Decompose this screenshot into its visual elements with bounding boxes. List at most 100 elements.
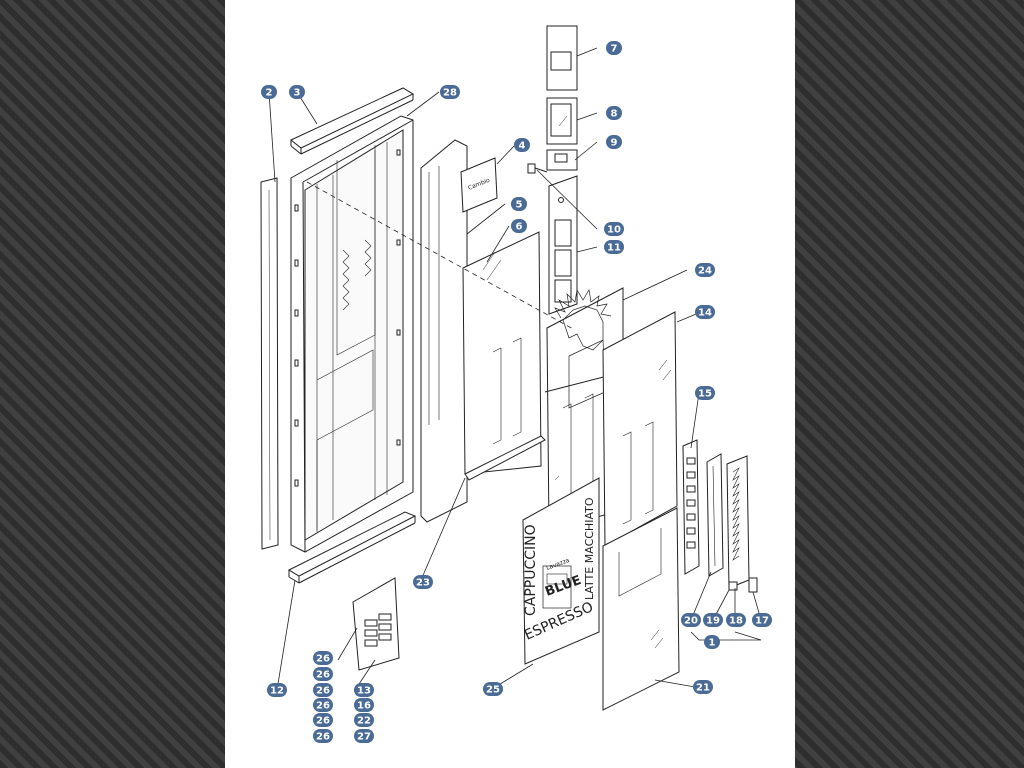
callout-badge xyxy=(752,613,772,627)
callout-badge xyxy=(604,222,624,236)
callout-26d: 26 xyxy=(313,698,333,712)
callout-badge xyxy=(604,240,624,254)
callout-number: 8 xyxy=(611,109,618,120)
callout-number: 12 xyxy=(270,686,284,697)
callout-badge xyxy=(695,263,715,277)
callout-badge xyxy=(703,613,723,627)
part-keypad-frame xyxy=(706,453,724,577)
callout-badge xyxy=(354,713,374,727)
callout-badge xyxy=(514,138,530,152)
part-side-panel xyxy=(420,139,468,523)
callout-badge xyxy=(289,85,305,99)
part-key-10 xyxy=(527,163,548,174)
callout-number: 20 xyxy=(684,616,698,627)
part-button-strip xyxy=(548,175,578,315)
callout-19: 19 xyxy=(703,613,723,627)
callout-badge xyxy=(313,698,333,712)
callout-number: 21 xyxy=(696,683,710,694)
callout-number: 17 xyxy=(755,616,769,627)
callout-badge xyxy=(726,613,746,627)
part-key-bracket xyxy=(726,455,750,589)
callout-number: 26 xyxy=(316,686,330,697)
callout-number: 2 xyxy=(266,88,273,99)
callout-number: 19 xyxy=(706,616,720,627)
callout-number: 23 xyxy=(416,578,430,589)
callout-badge xyxy=(693,680,713,694)
callout-badge xyxy=(413,575,433,589)
callout-badge xyxy=(511,197,527,211)
callout-5: 5 xyxy=(511,197,527,211)
part-bottom-door xyxy=(602,507,680,711)
callout-number: 18 xyxy=(729,616,743,627)
part-top-cover xyxy=(290,87,415,155)
callout-badge xyxy=(261,85,277,99)
part-bracket-9 xyxy=(546,149,578,171)
callout-22: 22 xyxy=(354,713,374,727)
callout-23: 23 xyxy=(413,575,433,589)
callout-26a: 26 xyxy=(313,651,333,665)
callout-badge xyxy=(354,729,374,743)
callout-15: 15 xyxy=(695,386,715,400)
callout-number: 26 xyxy=(316,732,330,743)
callout-number: 5 xyxy=(516,200,523,211)
callout-6: 6 xyxy=(511,219,527,233)
callout-badge xyxy=(440,85,460,99)
callout-12: 12 xyxy=(267,683,287,697)
callout-number: 6 xyxy=(516,222,523,233)
callout-2: 2 xyxy=(261,85,277,99)
callout-badge xyxy=(681,613,701,627)
text-latte-macchiato: LATTE MACCHIATO xyxy=(583,497,596,600)
callout-9: 9 xyxy=(606,135,622,149)
callout-number: 4 xyxy=(519,141,526,152)
callout-badge xyxy=(606,106,622,120)
part-cabinet-frame xyxy=(290,115,414,553)
part-bottom-rail xyxy=(287,511,417,584)
callout-number: 14 xyxy=(698,308,712,319)
callout-number: 1 xyxy=(709,638,716,649)
callout-badge xyxy=(313,729,333,743)
part-glass-door xyxy=(602,311,678,547)
callout-17: 17 xyxy=(752,613,772,627)
callout-10: 10 xyxy=(604,222,624,236)
part-display-8 xyxy=(546,97,578,145)
drawing-sheet: CAPPUCCINO LATTE MACCHIATO ESPRESSO BLUE… xyxy=(225,0,795,768)
callout-20: 20 xyxy=(681,613,701,627)
callout-26c: 26 xyxy=(313,683,333,697)
callout-number: 10 xyxy=(607,225,621,236)
callout-number: 9 xyxy=(611,138,618,149)
callout-1: 1 xyxy=(704,635,720,649)
part-clip-17 xyxy=(748,577,758,593)
callout-25: 25 xyxy=(483,682,503,696)
callout-26f: 26 xyxy=(313,729,333,743)
part-glass-panel xyxy=(462,231,542,475)
part-coin-plate xyxy=(460,157,498,213)
callout-27: 27 xyxy=(354,729,374,743)
callout-24: 24 xyxy=(695,263,715,277)
callout-4: 4 xyxy=(514,138,530,152)
part-side-strip xyxy=(260,177,279,550)
callout-7: 7 xyxy=(606,41,622,55)
callout-16: 16 xyxy=(354,698,374,712)
callout-badge xyxy=(354,683,374,697)
callout-3: 3 xyxy=(289,85,305,99)
exploded-parts-diagram: CAPPUCCINO LATTE MACCHIATO ESPRESSO BLUE… xyxy=(260,25,772,743)
callout-number: 16 xyxy=(357,701,371,712)
part-button-column xyxy=(682,439,700,575)
callout-number: 3 xyxy=(294,88,301,99)
callout-number: 26 xyxy=(316,716,330,727)
part-glass-rail xyxy=(464,435,546,481)
callout-number: 11 xyxy=(607,243,621,254)
callout-14: 14 xyxy=(695,305,715,319)
callout-badge xyxy=(267,683,287,697)
callout-number: 22 xyxy=(357,716,371,727)
callout-number: 28 xyxy=(443,88,457,99)
callout-badge xyxy=(313,713,333,727)
part-display-7 xyxy=(546,25,578,91)
callout-18: 18 xyxy=(726,613,746,627)
callout-number: 7 xyxy=(611,44,618,55)
callout-21: 21 xyxy=(693,680,713,694)
callout-badge xyxy=(606,41,622,55)
callout-28: 28 xyxy=(440,85,460,99)
callout-badge xyxy=(313,667,333,681)
